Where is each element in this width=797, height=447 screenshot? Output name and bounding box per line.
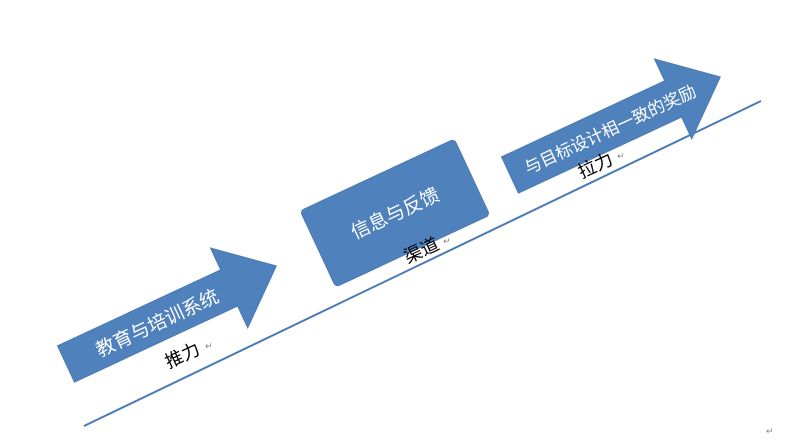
bottom-arrow-group[interactable]: 教育与培训系统 <box>47 226 294 404</box>
paragraph-mark-page: ↵ <box>766 427 774 437</box>
diagonal-baseline <box>83 100 762 427</box>
paragraph-mark-bottom: ↵ <box>205 342 213 352</box>
paragraph-mark-top: ↵ <box>617 152 625 162</box>
middle-box-group[interactable]: 信息与反馈 <box>300 139 490 287</box>
bottom-arrow-caption: 推力 <box>162 339 204 373</box>
top-arrow-group[interactable]: 与目标设计相一致的奖励 <box>491 37 738 215</box>
top-arrow-shape[interactable] <box>491 37 738 215</box>
middle-box-shape[interactable] <box>300 139 490 287</box>
paragraph-mark-middle: ↵ <box>443 237 451 247</box>
bottom-arrow-shape[interactable] <box>47 226 294 404</box>
